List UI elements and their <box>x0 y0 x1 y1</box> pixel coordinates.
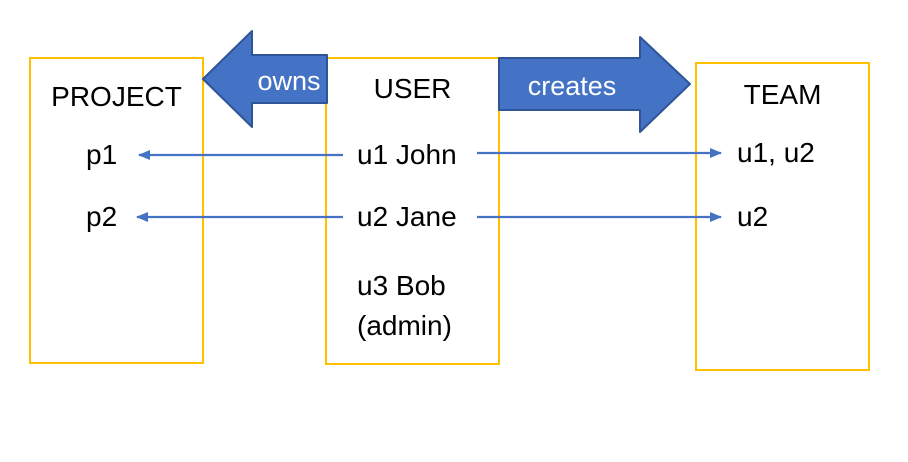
user-box <box>325 57 500 365</box>
row-team-u2: u2 <box>737 201 769 232</box>
creates-arrow-label: creates <box>528 71 617 101</box>
creates-block-arrow <box>498 36 691 133</box>
row-u2-jane: u2 Jane <box>357 201 457 232</box>
row-u3-bob: u3 Bob <box>357 270 446 301</box>
user-title: USER <box>373 73 452 104</box>
owns-block-arrow <box>202 30 328 128</box>
row-team-u1u2: u1, u2 <box>737 137 815 168</box>
row-u1-john: u1 John <box>357 139 457 170</box>
row-u3-admin: (admin) <box>357 310 452 341</box>
row-p1: p1 <box>86 139 118 170</box>
team-title: TEAM <box>743 79 822 110</box>
owns-arrow-label: owns <box>257 66 320 96</box>
project-title: PROJECT <box>51 81 182 112</box>
project-box <box>29 57 204 364</box>
row-p2: p2 <box>86 201 118 232</box>
